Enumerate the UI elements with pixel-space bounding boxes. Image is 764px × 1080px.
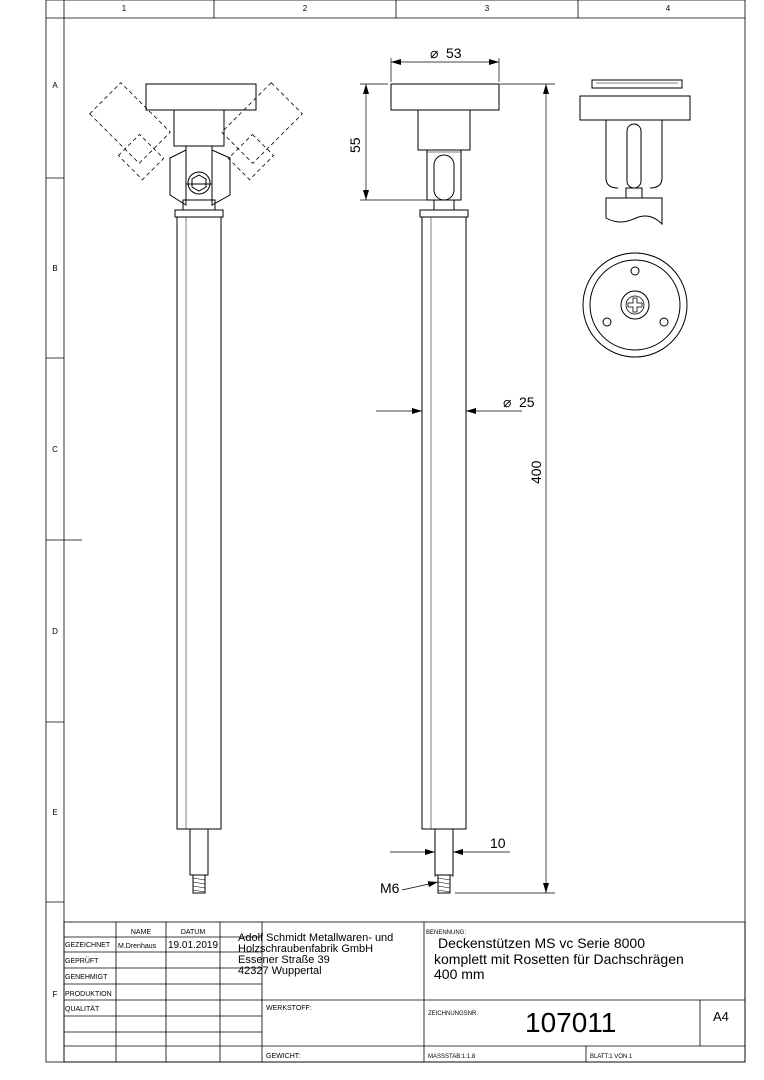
tb-drawing-number: 107011 xyxy=(525,1007,616,1038)
front-view xyxy=(390,83,500,894)
mounting-hole xyxy=(659,317,669,327)
phantom-positions xyxy=(89,82,303,181)
diameter-25-symbol: ⌀ xyxy=(503,394,511,410)
zone-col-4: 4 xyxy=(666,4,671,13)
hex-socket-screw xyxy=(187,171,211,195)
dim-rosette-diameter: 53 xyxy=(446,45,462,61)
dim-thread: M6 xyxy=(380,880,400,896)
mounting-hole xyxy=(602,317,612,327)
rosette xyxy=(145,83,257,111)
support-tube xyxy=(421,216,467,830)
zone-labels: 1 2 3 4 A B C D E F xyxy=(52,4,671,999)
rosette xyxy=(390,83,500,111)
tb-title-line3: 400 mm xyxy=(434,966,485,982)
tb-format: A4 xyxy=(713,1009,729,1024)
tb-row-qualitaet: QUALITÄT xyxy=(65,1005,100,1013)
support-tube xyxy=(176,216,222,830)
zone-row-c: C xyxy=(52,445,58,454)
tb-werkstoff-label: WERKSTOFF: xyxy=(266,1005,312,1012)
tb-row-geprueft: GEPRÜFT xyxy=(65,957,99,965)
left-view xyxy=(89,82,303,894)
tb-scale: MASSSTAB:1:1.8 xyxy=(428,1054,476,1060)
tb-sheet-info: BLATT:1 VON 1 xyxy=(590,1054,633,1060)
zone-row-a: A xyxy=(52,81,58,90)
tb-drawn-by: M.Drenhaus xyxy=(118,943,157,950)
zone-row-f: F xyxy=(53,990,58,999)
dim-total-length: 400 xyxy=(528,460,544,484)
sheet-frame xyxy=(45,0,746,1063)
zone-col-2: 2 xyxy=(303,4,308,13)
mounting-hole xyxy=(630,266,640,276)
dimension-labels: ⌀ 53 55 ⌀ 25 400 10 M6 xyxy=(347,45,544,896)
tb-row-gezeichnet: GEZEICHNET xyxy=(65,942,111,949)
title-block-text: NAME DATUM GEZEICHNET GEPRÜFT GENEHMIGT … xyxy=(65,929,729,1060)
zone-col-1: 1 xyxy=(122,4,127,13)
dim-joint-height: 55 xyxy=(347,137,363,153)
dim-tube-diameter: 25 xyxy=(519,394,535,410)
rosette xyxy=(579,95,691,121)
title-block xyxy=(63,921,746,1063)
tb-company-line1: Adolf Schmidt Metallwaren- und xyxy=(238,932,393,944)
zone-row-b: B xyxy=(52,264,57,273)
zone-row-e: E xyxy=(52,808,57,817)
tb-row-genehmigt: GENEHMIGT xyxy=(65,974,108,981)
tb-head-name: NAME xyxy=(131,929,152,936)
diameter-53-symbol: ⌀ xyxy=(430,45,438,61)
zone-row-d: D xyxy=(52,627,58,636)
tb-benennung-label: BENENNUNG: xyxy=(426,930,466,936)
zone-col-3: 3 xyxy=(485,4,490,13)
dim-thread-width: 10 xyxy=(490,835,506,851)
top-rosette-view xyxy=(582,252,688,358)
tb-head-date: DATUM xyxy=(181,929,206,936)
tb-gewicht-label: GEWICHT: xyxy=(266,1053,300,1060)
tb-company-line4: 42327 Wuppertal xyxy=(238,965,322,977)
tb-company-line2: Holzschraubenfabrik GmbH xyxy=(238,943,373,955)
tb-drawn-date: 19.01.2019 xyxy=(168,940,218,951)
side-detail-view xyxy=(579,79,691,226)
dimension-lines xyxy=(360,58,555,894)
tb-zeichnungsnr-label: ZEICHNUNGSNR. xyxy=(428,1011,478,1017)
tb-row-produktion: PRODUKTION xyxy=(65,991,112,998)
tb-title-line2: komplett mit Rosetten für Dachschrägen xyxy=(434,951,684,967)
tb-company-line3: Essener Straße 39 xyxy=(238,954,330,966)
tb-title-line1: Deckenstützen MS vc Serie 8000 xyxy=(438,935,645,951)
